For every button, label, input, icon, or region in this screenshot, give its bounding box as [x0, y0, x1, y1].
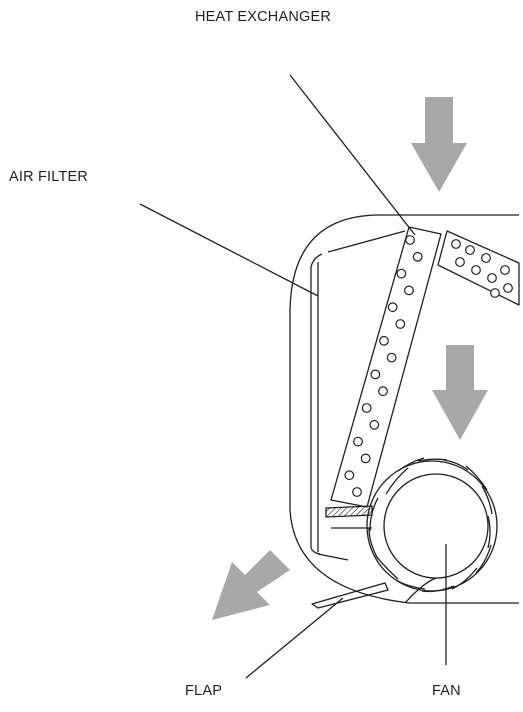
flap-label: FLAP [185, 683, 223, 699]
heat-exchanger-tube [396, 268, 407, 279]
heat-exchanger-tube [465, 245, 475, 255]
heat-exchanger-tube [370, 369, 381, 380]
heat-exchanger-tube [490, 288, 500, 298]
fan-label: FAN [432, 683, 461, 699]
heat-exchanger-tube [487, 273, 497, 283]
heat-exchanger-tube [503, 283, 513, 293]
heat-exchanger-label: HEAT EXCHANGER [195, 9, 332, 25]
heat-exchanger-tube [455, 257, 465, 267]
heat-exchanger-tube [369, 419, 380, 430]
heat-exchanger-front [330, 226, 442, 508]
flap [311, 582, 389, 609]
flap-leader [245, 597, 344, 679]
drain-pan [325, 505, 373, 518]
airflow-internal-arrow [432, 345, 488, 440]
airflow-outlet-arrow [212, 550, 290, 620]
heat-exchanger-tube [404, 285, 414, 296]
heat-exchanger-tube [500, 265, 510, 275]
heat-exchanger-tube [481, 253, 491, 263]
heat-exchanger-tube [405, 235, 415, 245]
heat-exchanger-tube [360, 453, 371, 464]
heat-exchanger-tube [378, 386, 388, 397]
heat-exchanger-tube [361, 403, 372, 413]
heat-exchanger-tube [451, 239, 461, 249]
heat-exchanger-top [437, 230, 520, 306]
heat-exchanger-tube [379, 335, 389, 346]
air-filter-leader [139, 203, 319, 297]
fan-rotor [383, 473, 489, 579]
heat-exchanger-tube [471, 265, 481, 275]
airflow-inlet-arrow [411, 97, 467, 192]
heat-exchanger-tube [352, 487, 362, 497]
heat-exchanger-tube [387, 302, 398, 313]
heat-exchanger-tube [395, 319, 406, 329]
heat-exchanger-leader [289, 74, 416, 236]
heat-exchanger-tube [412, 251, 423, 262]
heat-exchanger-tube [344, 470, 355, 481]
air-filter-label: AIR FILTER [9, 169, 89, 185]
heat-exchanger-tube [353, 436, 363, 447]
heat-exchanger-tube [386, 352, 397, 363]
